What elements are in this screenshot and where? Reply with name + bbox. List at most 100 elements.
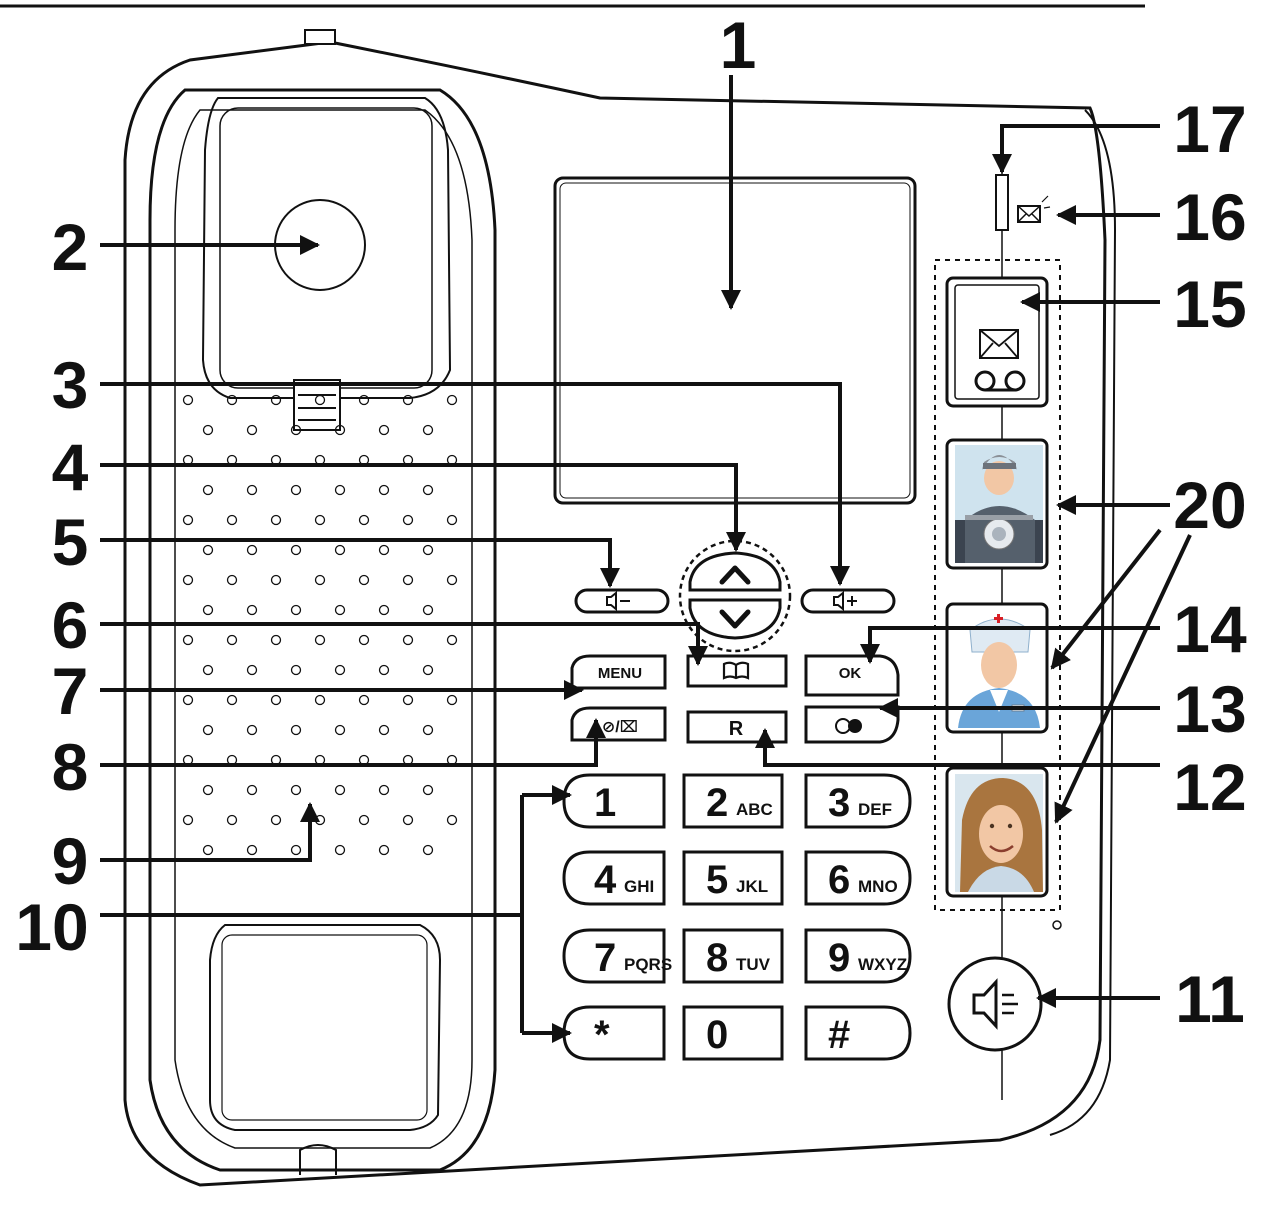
- callout-14: 14: [1173, 592, 1247, 666]
- speaker-hole: [334, 724, 346, 736]
- speaker-hole: [446, 514, 458, 526]
- recall-button[interactable]: R: [686, 710, 788, 744]
- speaker-hole: [226, 814, 238, 826]
- callout-7: 7: [52, 654, 89, 728]
- menu-button[interactable]: MENU: [570, 654, 667, 690]
- key-5[interactable]: 5 JKL: [682, 850, 784, 906]
- callout-8: 8: [52, 730, 89, 804]
- key-digit: 0: [706, 1013, 728, 1057]
- ok-button[interactable]: OK: [804, 654, 900, 697]
- speaker-minus-icon: [606, 590, 630, 612]
- speakerphone-button[interactable]: [947, 956, 1043, 1052]
- speaker-hole: [314, 634, 326, 646]
- phone-base-outline: [123, 40, 1107, 1187]
- phone-base-edge: [1049, 109, 1117, 1136]
- key-digit: 5: [706, 858, 728, 902]
- key-digit: 2: [706, 781, 728, 825]
- speaker-hole: [202, 724, 214, 736]
- speaker-hole: [334, 664, 346, 676]
- key-letters: MNO: [858, 877, 898, 896]
- speaker-hole: [314, 814, 326, 826]
- chevron-down-icon: [719, 609, 751, 629]
- speaker-hole: [202, 844, 214, 856]
- speaker-hole: [446, 694, 458, 706]
- key-8[interactable]: 8 TUV: [682, 928, 784, 984]
- speaker-hole: [334, 784, 346, 796]
- key-hash[interactable]: #: [804, 1005, 912, 1061]
- envelope-icon: [1017, 195, 1051, 223]
- memory-key-1[interactable]: [945, 438, 1049, 570]
- phonebook-button[interactable]: [686, 654, 788, 688]
- speaker-hole: [334, 604, 346, 616]
- lcd-display: [553, 176, 917, 505]
- speaker-hole: [314, 514, 326, 526]
- speaker-hole: [402, 394, 414, 406]
- volume-down-button[interactable]: [574, 588, 670, 614]
- speaker-hole: [334, 544, 346, 556]
- speaker-hole: [182, 574, 194, 586]
- voicemail-button[interactable]: [945, 276, 1049, 408]
- woman-photo: [955, 774, 1043, 892]
- key-letters: JKL: [736, 877, 768, 896]
- key-digit: 8: [706, 936, 728, 980]
- key-letters: DEF: [858, 800, 892, 819]
- speaker-hole: [202, 544, 214, 556]
- speaker-hole: [290, 544, 302, 556]
- speaker-hole: [402, 694, 414, 706]
- key-digit: 7: [594, 936, 616, 980]
- key-0[interactable]: 0: [682, 1005, 784, 1061]
- mute-delete-button[interactable]: ⊘/⌧: [570, 706, 667, 742]
- memory-key-2[interactable]: [945, 602, 1049, 734]
- nav-down-button[interactable]: [688, 598, 782, 640]
- speaker-hole: [422, 724, 434, 736]
- speaker-hole: [378, 604, 390, 616]
- speaker-hole: [246, 784, 258, 796]
- redial-icon: [835, 718, 862, 734]
- speaker-hole: [270, 694, 282, 706]
- chevron-up-icon: [719, 565, 751, 585]
- speaker-hole: [270, 394, 282, 406]
- speaker-hole: [402, 634, 414, 646]
- speaker-hole: [246, 724, 258, 736]
- speaker-hole: [226, 694, 238, 706]
- handset: [148, 88, 497, 1175]
- key-1[interactable]: 1: [562, 773, 666, 829]
- speaker-hole: [378, 844, 390, 856]
- key-7[interactable]: 7 PQRS: [562, 928, 672, 984]
- speaker-hole: [422, 424, 434, 436]
- memory-key-3[interactable]: [945, 766, 1049, 898]
- key-star[interactable]: *: [562, 1005, 666, 1061]
- speaker-hole: [378, 724, 390, 736]
- speaker-hole: [378, 544, 390, 556]
- speaker-hole: [422, 544, 434, 556]
- speaker-hole: [246, 664, 258, 676]
- cord-clip: [304, 29, 336, 45]
- key-letters: TUV: [736, 955, 771, 974]
- volume-up-button[interactable]: [800, 588, 896, 614]
- key-digit: #: [828, 1013, 850, 1057]
- key-letters: PQRS: [624, 955, 672, 974]
- callout-20: 20: [1173, 468, 1246, 542]
- callout-4: 4: [52, 430, 89, 504]
- motorcyclist-photo: [955, 445, 1043, 563]
- speaker-hole: [270, 814, 282, 826]
- callout-10: 10: [15, 890, 88, 964]
- speaker-hole: [202, 424, 214, 436]
- callout-2: 2: [52, 210, 89, 284]
- speaker-hole: [358, 514, 370, 526]
- menu-label: MENU: [598, 665, 642, 682]
- speaker-hole: [422, 784, 434, 796]
- leader-lines: [100, 75, 1192, 1043]
- nav-up-button[interactable]: [688, 551, 782, 592]
- callout-6: 6: [52, 588, 89, 662]
- mouthpiece: [209, 924, 442, 1131]
- speaker-hole: [358, 394, 370, 406]
- key-digit: *: [594, 1013, 610, 1057]
- redial-button[interactable]: [804, 705, 900, 744]
